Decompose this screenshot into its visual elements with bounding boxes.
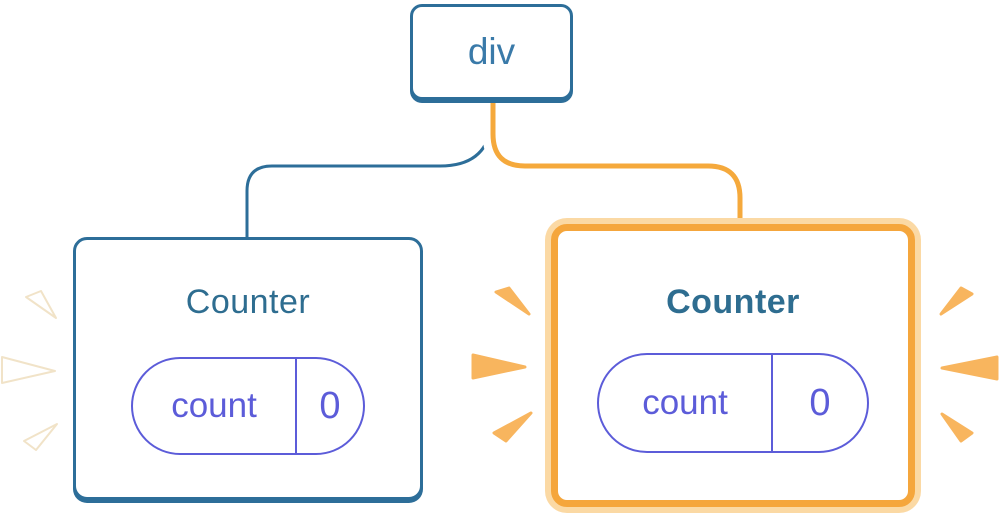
spark-icon <box>23 423 58 451</box>
counter-title: Counter <box>185 283 311 321</box>
state-value-label: 0 <box>809 381 831 424</box>
white-burst-sparks-left-counter <box>1 290 58 451</box>
orange-burst-sparks-right-counter-right <box>939 286 999 443</box>
counter-card-left: Counter count 0 <box>73 237 423 500</box>
spark-icon <box>492 411 533 443</box>
state-key-label: count <box>642 383 728 422</box>
edge-div-to-right-counter <box>490 101 743 228</box>
orange-burst-sparks-right-counter-left <box>471 286 533 443</box>
counter-title: Counter <box>666 283 800 321</box>
counter-card-right-highlighted: Counter count 0 <box>551 224 915 507</box>
pill-divider <box>295 359 297 453</box>
tree-node-div-label: div <box>467 31 516 72</box>
pill-divider <box>771 355 773 451</box>
spark-icon <box>494 286 531 316</box>
tree-node-div: div <box>410 4 573 100</box>
state-pill: count 0 <box>597 353 869 453</box>
spark-icon <box>939 286 974 316</box>
spark-icon <box>1 356 56 384</box>
state-key-label: count <box>171 386 257 425</box>
spark-icon <box>940 355 999 381</box>
spark-icon <box>940 412 974 443</box>
state-value-label: 0 <box>319 384 341 427</box>
spark-icon <box>471 353 527 380</box>
edge-highlight-casing <box>482 101 751 228</box>
edge-div-to-left-counter <box>245 101 494 243</box>
state-pill: count 0 <box>131 357 365 455</box>
spark-icon <box>25 290 57 319</box>
